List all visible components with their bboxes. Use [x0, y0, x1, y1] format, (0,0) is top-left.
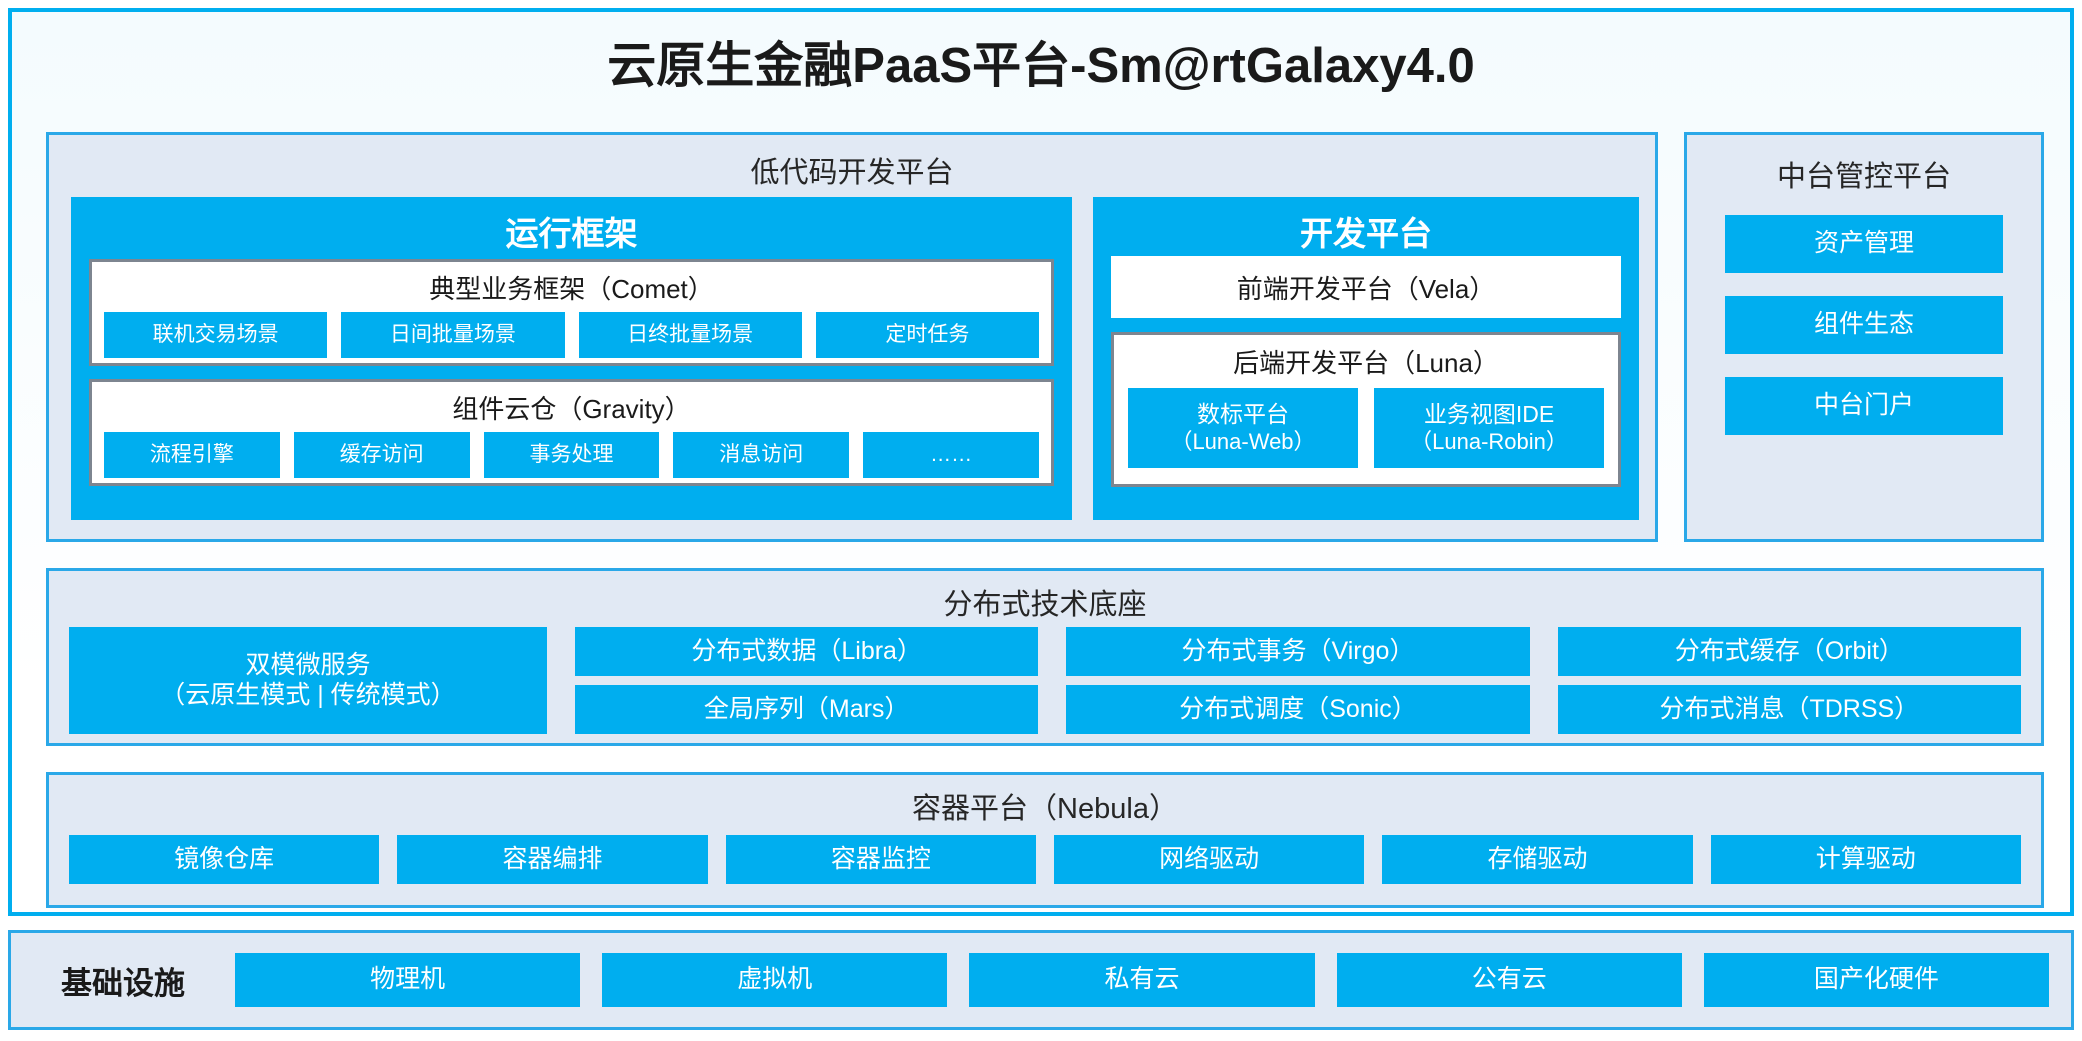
infrastructure-items-row: 物理机 虚拟机 私有云 公有云 国产化硬件 [235, 953, 2071, 1007]
lowcode-platform-panel: 低代码开发平台 运行框架 典型业务框架（Comet） 联机交易场景 日间批量场景… [46, 132, 1658, 542]
distbase-column-1: 分布式数据（Libra） 全局序列（Mars） [575, 627, 1039, 734]
infrastructure-item-private-cloud[interactable]: 私有云 [969, 953, 1315, 1007]
comet-item[interactable]: 联机交易场景 [104, 312, 328, 358]
backend-items-row: 数标平台 （Luna-Web） 业务视图IDE （Luna-Robin） [1114, 380, 1618, 468]
backend-item-name: 数标平台 [1196, 401, 1289, 428]
container-item-orchestration[interactable]: 容器编排 [397, 835, 708, 884]
microservice-line2: （云原生模式 | 传统模式） [160, 680, 456, 709]
development-platform-block: 开发平台 前端开发平台（Vela） 后端开发平台（Luna） 数标平台 （Lun… [1093, 197, 1639, 520]
gravity-item[interactable]: 事务处理 [483, 432, 660, 478]
backend-item-luna-web[interactable]: 数标平台 （Luna-Web） [1128, 388, 1358, 468]
comet-item[interactable]: 日终批量场景 [578, 312, 802, 358]
distributed-tech-base-grid: 双模微服务 （云原生模式 | 传统模式） 分布式数据（Libra） 全局序列（M… [69, 627, 2021, 734]
infrastructure-item-domestic-hardware[interactable]: 国产化硬件 [1703, 953, 2050, 1007]
backend-item-luna-robin[interactable]: 业务视图IDE （Luna-Robin） [1374, 388, 1604, 468]
backend-item-code: （Luna-Web） [1170, 428, 1316, 454]
container-items-row: 镜像仓库 容器编排 容器监控 网络驱动 存储驱动 计算驱动 [69, 835, 2021, 884]
distbase-item-libra[interactable]: 分布式数据（Libra） [575, 627, 1039, 676]
container-platform-title: 容器平台（Nebula） [912, 793, 1178, 825]
infrastructure-item-public-cloud[interactable]: 公有云 [1336, 953, 1682, 1007]
comet-items-row: 联机交易场景 日间批量场景 日终批量场景 定时任务 [92, 306, 1051, 358]
microservice-line1: 双模微服务 [245, 651, 371, 679]
infrastructure-item-virtual-machine[interactable]: 虚拟机 [602, 953, 948, 1007]
container-item-monitoring[interactable]: 容器监控 [725, 835, 1036, 884]
midplatform-items: 资产管理 组件生态 中台门户 [1687, 195, 2041, 435]
gravity-repository-title: 组件云仓（Gravity） [452, 394, 691, 424]
distbase-item-tdrss[interactable]: 分布式消息（TDRSS） [1557, 685, 2021, 734]
midplatform-item-component-ecosystem[interactable]: 组件生态 [1725, 296, 2003, 354]
container-platform-panel: 容器平台（Nebula） 镜像仓库 容器编排 容器监控 网络驱动 存储驱动 计算… [46, 772, 2044, 908]
backend-platform-title: 后端开发平台（Luna） [1233, 348, 1499, 378]
container-item-image-repo[interactable]: 镜像仓库 [69, 835, 380, 884]
midplatform-title: 中台管控平台 [1776, 161, 1951, 193]
page-title: 云原生金融PaaS平台-Sm@rtGalaxy4.0 [607, 39, 1475, 93]
gravity-item[interactable]: 流程引擎 [104, 432, 280, 478]
lowcode-platform-title: 低代码开发平台 [750, 157, 954, 189]
distributed-tech-base-panel: 分布式技术底座 双模微服务 （云原生模式 | 传统模式） 分布式数据（Libra… [46, 568, 2044, 746]
midplatform-control-panel: 中台管控平台 资产管理 组件生态 中台门户 [1684, 132, 2044, 542]
microservice-block[interactable]: 双模微服务 （云原生模式 | 传统模式） [69, 627, 547, 734]
gravity-item[interactable]: 消息访问 [673, 432, 850, 478]
midplatform-item-portal[interactable]: 中台门户 [1725, 377, 2003, 435]
comet-item[interactable]: 日间批量场景 [341, 312, 565, 358]
distbase-column-2: 分布式事务（Virgo） 分布式调度（Sonic） [1066, 627, 1530, 734]
development-platform-title: 开发平台 [1300, 215, 1432, 252]
container-item-network-driver[interactable]: 网络驱动 [1053, 835, 1365, 884]
gravity-repository-box: 组件云仓（Gravity） 流程引擎 缓存访问 事务处理 消息访问 …… [89, 379, 1054, 486]
gravity-items-row: 流程引擎 缓存访问 事务处理 消息访问 …… [92, 426, 1051, 478]
comet-item[interactable]: 定时任务 [815, 312, 1039, 358]
distbase-item-virgo[interactable]: 分布式事务（Virgo） [1066, 627, 1530, 676]
distributed-tech-base-title: 分布式技术底座 [943, 589, 1147, 621]
backend-item-name: 业务视图IDE [1423, 401, 1555, 428]
comet-framework-box: 典型业务框架（Comet） 联机交易场景 日间批量场景 日终批量场景 定时任务 [89, 259, 1054, 366]
midplatform-item-asset-management[interactable]: 资产管理 [1725, 215, 2003, 273]
runtime-framework-block: 运行框架 典型业务框架（Comet） 联机交易场景 日间批量场景 日终批量场景 … [71, 197, 1072, 520]
comet-framework-title: 典型业务框架（Comet） [429, 274, 714, 304]
backend-platform-box: 后端开发平台（Luna） 数标平台 （Luna-Web） 业务视图IDE （Lu… [1111, 332, 1621, 487]
infrastructure-item-physical-machine[interactable]: 物理机 [235, 953, 581, 1007]
gravity-item[interactable]: 缓存访问 [293, 432, 470, 478]
container-item-compute-driver[interactable]: 计算驱动 [1710, 835, 2021, 884]
distbase-column-3: 分布式缓存（Orbit） 分布式消息（TDRSS） [1557, 627, 2021, 734]
distbase-item-sonic[interactable]: 分布式调度（Sonic） [1066, 685, 1530, 734]
frontend-platform-box[interactable]: 前端开发平台（Vela） [1111, 256, 1621, 318]
distbase-item-mars[interactable]: 全局序列（Mars） [575, 685, 1039, 734]
main-architecture-panel: 云原生金融PaaS平台-Sm@rtGalaxy4.0 低代码开发平台 运行框架 … [8, 8, 2074, 916]
gravity-item-ellipsis[interactable]: …… [863, 432, 1039, 478]
distbase-item-orbit[interactable]: 分布式缓存（Orbit） [1557, 627, 2021, 676]
microservice-column: 双模微服务 （云原生模式 | 传统模式） [69, 627, 547, 734]
runtime-framework-title: 运行框架 [505, 215, 638, 252]
backend-item-code: （Luna-Robin） [1410, 428, 1568, 454]
infrastructure-label: 基础设施 [61, 965, 185, 1001]
infrastructure-panel: 基础设施 物理机 虚拟机 私有云 公有云 国产化硬件 [8, 930, 2074, 1030]
container-item-storage-driver[interactable]: 存储驱动 [1382, 835, 1693, 884]
